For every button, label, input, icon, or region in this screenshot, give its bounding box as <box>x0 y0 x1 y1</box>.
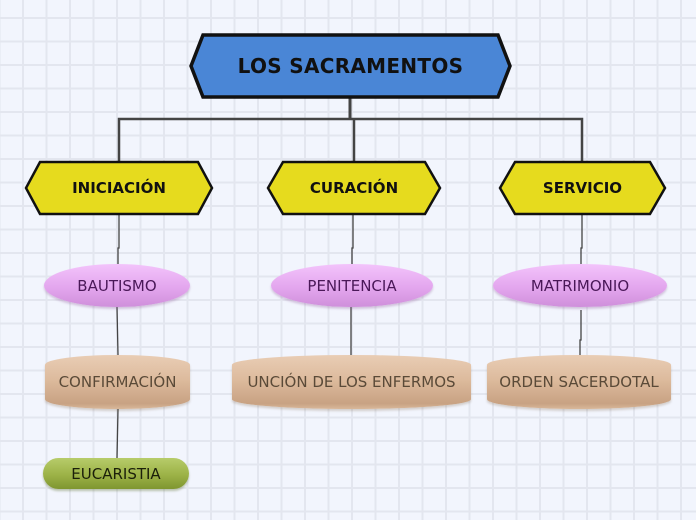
node-orden-sacerdotal[interactable]: ORDEN SACERDOTAL <box>487 355 671 409</box>
connector-curacion-penitencia <box>351 215 354 264</box>
connector-servicio-matrimonio <box>580 215 583 264</box>
root-node[interactable]: LOS SACRAMENTOS <box>189 33 512 99</box>
connector-branch-bar <box>117 117 584 161</box>
node-label: PENITENCIA <box>307 276 397 295</box>
connector-iniciacion-bautismo <box>117 215 120 264</box>
connector-bautismo-confirmacion <box>116 306 119 356</box>
node-bautismo[interactable]: BAUTISMO <box>44 264 190 307</box>
category-curacion[interactable]: CURACIÓN <box>266 160 442 216</box>
node-confirmacion[interactable]: CONFIRMACIÓN <box>45 355 190 409</box>
connector-confirmacion-eucaristia <box>116 408 119 459</box>
node-uncion-de-los-enfermos[interactable]: UNCIÓN DE LOS ENFERMOS <box>232 355 471 409</box>
category-servicio[interactable]: SERVICIO <box>498 160 667 216</box>
root-title: LOS SACRAMENTOS <box>237 54 464 78</box>
node-eucaristia[interactable]: EUCARISTIA <box>43 458 189 489</box>
category-label: CURACIÓN <box>309 179 399 197</box>
category-iniciacion[interactable]: INICIACIÓN <box>24 160 214 216</box>
category-label: SERVICIO <box>542 179 623 197</box>
node-label: UNCIÓN DE LOS ENFERMOS <box>247 373 456 391</box>
node-penitencia[interactable]: PENITENCIA <box>271 264 433 307</box>
node-label: CONFIRMACIÓN <box>58 373 177 391</box>
hexagon-shape <box>24 160 214 216</box>
connector-matrimonio-orden <box>579 310 582 355</box>
node-label: EUCARISTIA <box>71 464 161 483</box>
category-label: INICIACIÓN <box>72 179 166 197</box>
hexagon-shape <box>266 160 442 216</box>
node-label: MATRIMONIO <box>530 276 630 295</box>
node-matrimonio[interactable]: MATRIMONIO <box>493 264 667 307</box>
hexagon-shape <box>189 33 512 99</box>
node-label: ORDEN SACERDOTAL <box>499 373 659 391</box>
node-label: BAUTISMO <box>77 276 157 295</box>
hexagon-shape <box>498 160 667 216</box>
